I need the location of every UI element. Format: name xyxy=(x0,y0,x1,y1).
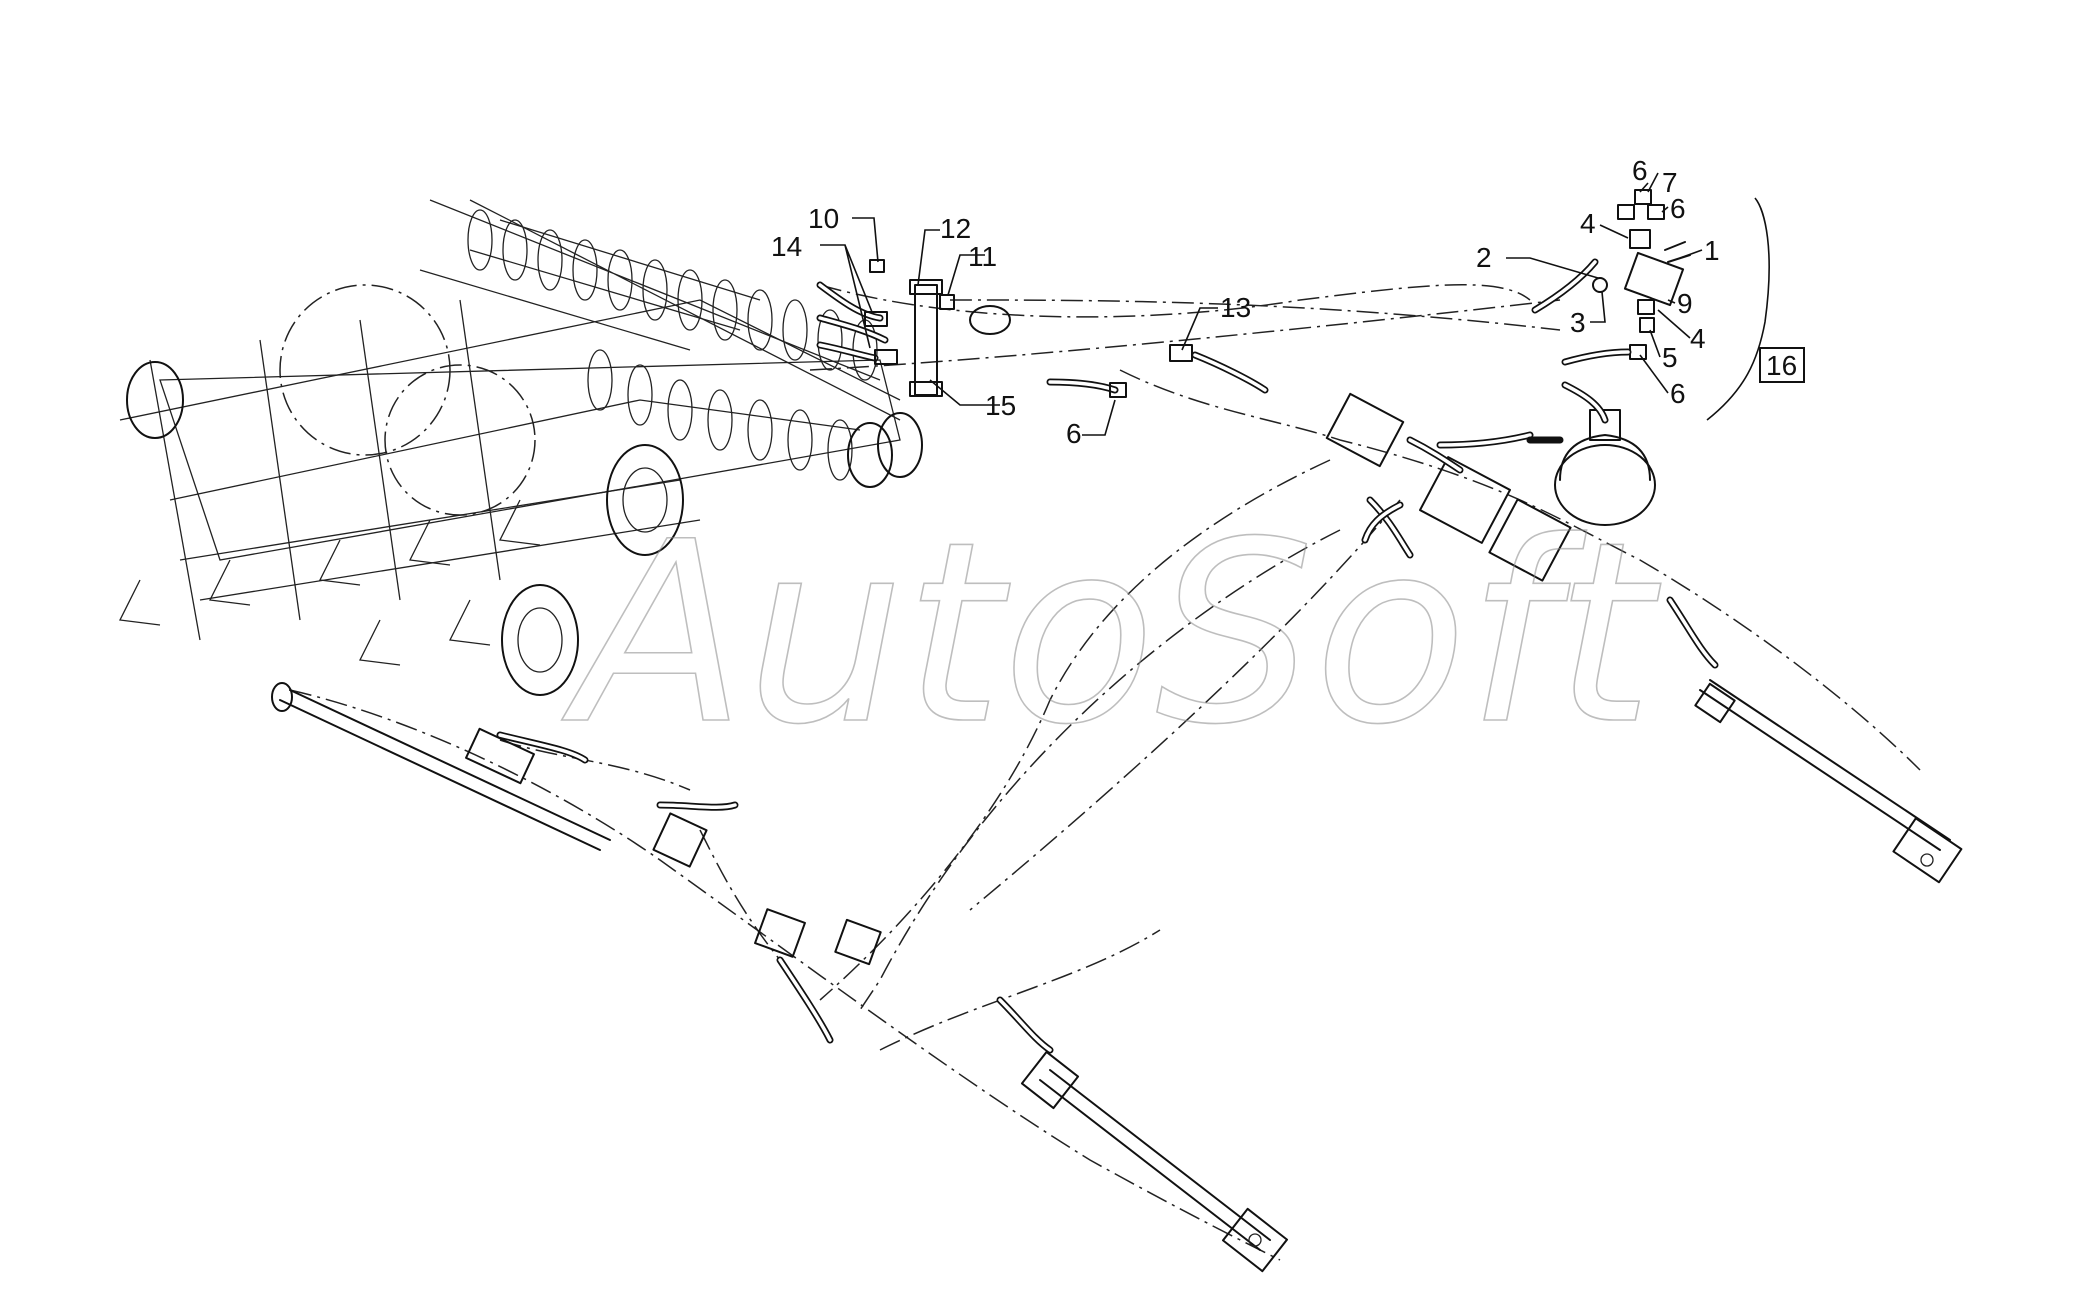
wing-cylinder-right-low xyxy=(1020,1050,1289,1273)
callout-15: 15 xyxy=(985,390,1016,421)
implement-frame xyxy=(119,199,923,696)
lower-hoses xyxy=(496,496,1719,1054)
accumulator xyxy=(1554,381,1656,526)
callout-2: 2 xyxy=(1476,242,1492,273)
detail-circle-b xyxy=(384,364,536,516)
central-valve-cluster xyxy=(1325,392,1572,582)
callout-3: 3 xyxy=(1570,307,1586,338)
fitting-11 xyxy=(939,294,955,310)
fitting-4-bottom xyxy=(1637,299,1655,315)
fitting-7 xyxy=(1634,189,1652,205)
leader-lines xyxy=(820,172,1770,436)
fitting-4-top xyxy=(1629,229,1651,249)
plug-3 xyxy=(1592,277,1608,293)
roller-end-right xyxy=(877,412,923,478)
fitting-6-top-b xyxy=(1647,204,1665,220)
callout-10: 10 xyxy=(808,203,839,234)
watermark: AutoSoft xyxy=(561,488,1661,779)
hydraulic-lines xyxy=(289,284,1921,1261)
callout-6-top: 6 xyxy=(1632,155,1648,186)
fitting-6-bottom xyxy=(1629,344,1647,360)
disc-row xyxy=(467,209,878,481)
fitting-13 xyxy=(1169,344,1193,362)
callout-1: 1 xyxy=(1704,235,1720,266)
valve-block-assembly xyxy=(1531,189,1691,366)
fitting-6-left xyxy=(1109,382,1127,398)
callout-6-left: 6 xyxy=(1066,418,1082,449)
valve-block-9 xyxy=(1623,251,1685,307)
fitting-6-top-a xyxy=(1617,204,1635,220)
fitting-10 xyxy=(869,259,885,273)
callout-14: 14 xyxy=(771,231,802,262)
valve-lever-1 xyxy=(1664,241,1691,263)
cylinder-mount xyxy=(969,305,1011,335)
callout-12: 12 xyxy=(940,213,971,244)
callout-4-top: 4 xyxy=(1580,208,1596,239)
callout-6-bottom: 6 xyxy=(1670,378,1686,409)
wing-cylinder-left xyxy=(271,682,708,868)
callout-9: 9 xyxy=(1677,288,1693,319)
transport-wheels xyxy=(126,361,684,696)
callouts: 10 14 12 11 15 13 6 6 7 6 4 2 1 3 9 4 5 … xyxy=(771,155,1805,449)
wing-cylinder-right-high xyxy=(1694,679,1963,884)
kit-box xyxy=(1759,347,1805,383)
callout-4-bottom: 4 xyxy=(1690,323,1706,354)
roller-end-left xyxy=(847,422,893,488)
fitting-5 xyxy=(1639,317,1655,333)
callout-7: 7 xyxy=(1662,167,1678,198)
cylinder-body xyxy=(914,284,938,396)
tine-shanks xyxy=(119,499,541,666)
upper-cylinder-assembly xyxy=(816,259,1269,398)
callout-6-right: 6 xyxy=(1670,193,1686,224)
callout-5: 5 xyxy=(1662,342,1678,373)
callout-16: 16 xyxy=(1766,350,1797,381)
callout-11: 11 xyxy=(968,241,997,272)
callout-13: 13 xyxy=(1220,292,1251,323)
detail-circle-a xyxy=(279,284,451,456)
